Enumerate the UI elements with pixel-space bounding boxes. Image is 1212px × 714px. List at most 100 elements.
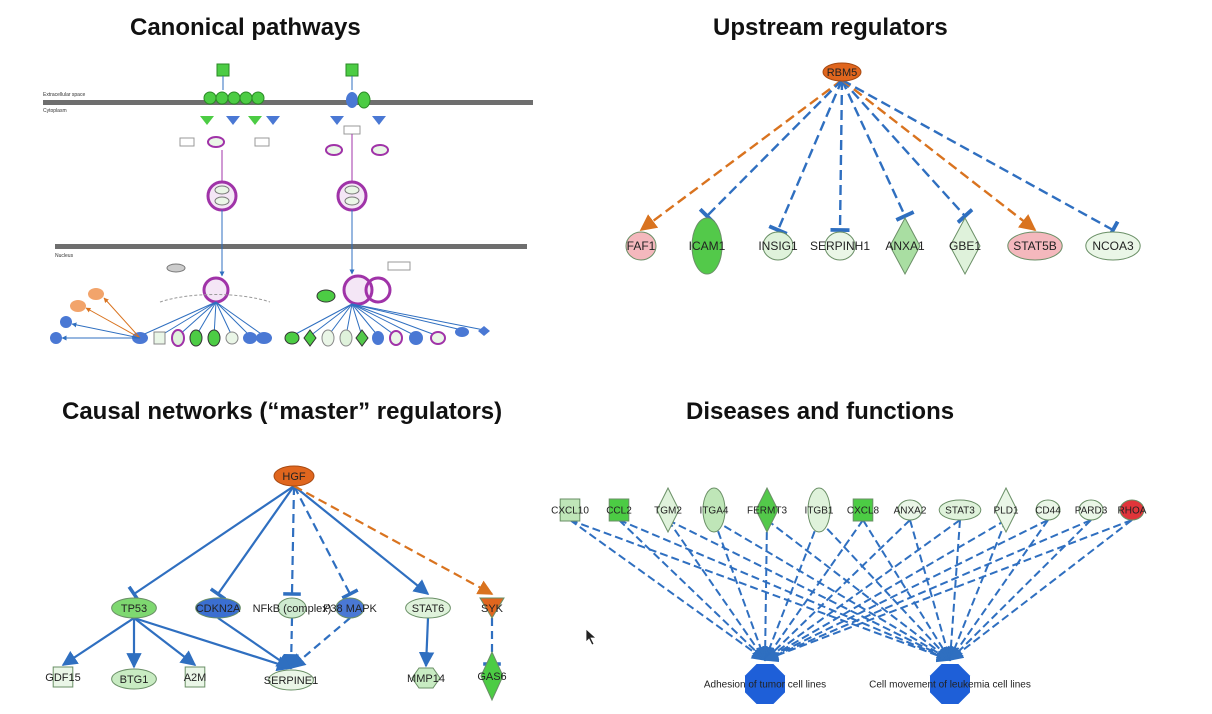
- label-stat5b: STAT5B: [1013, 239, 1057, 253]
- edge-pard3-fn0: [763, 519, 1092, 662]
- edge-l2-4: [217, 617, 293, 669]
- edge-cxcl10-fn0: [569, 519, 767, 661]
- edge-l2-7: [418, 617, 435, 668]
- edge-rbm5-anxa1: [840, 79, 915, 222]
- edge-stat3-fn1: [943, 519, 961, 662]
- edge-pard3-fn1: [949, 519, 1092, 661]
- edge-rbm5-serpinh1: [830, 79, 850, 233]
- node-cdkn2a: [195, 597, 241, 619]
- label-p38-mapk: P38 MAPK: [323, 603, 377, 615]
- edge-rbm5-stat5b: [841, 79, 1037, 232]
- edge-pld1-fn0: [763, 519, 1007, 661]
- nuclear-membrane: [55, 244, 527, 249]
- edge-rbm5-gbe1: [841, 79, 974, 224]
- edge-l2-3: [133, 616, 293, 672]
- label-function-0: Adhesion of tumor cell lines: [704, 680, 826, 691]
- node-tgm2: [656, 486, 680, 534]
- edge-ccl2-fn0: [618, 519, 767, 661]
- label-function-1: Cell movement of leukemia cell lines: [869, 680, 1031, 691]
- node-icam1: [691, 217, 723, 275]
- edge-itgb1-fn0: [763, 519, 820, 662]
- edge-master-4: [293, 485, 430, 595]
- edge-stat3-fn0: [763, 519, 961, 661]
- label-cdkn2a: CDKN2A: [196, 603, 241, 615]
- extracellular-label: Extracellular space: [43, 92, 85, 98]
- label-cd44: CD44: [1035, 506, 1061, 517]
- label-rhoa: RHOA: [1118, 506, 1147, 517]
- label-a2m: A2M: [184, 672, 207, 684]
- label-anxa2: ANXA2: [894, 506, 927, 517]
- label-insig1: INSIG1: [758, 239, 798, 253]
- edge-fermt3-fn0: [758, 519, 773, 662]
- node-ncoa3: [1085, 231, 1141, 261]
- node-itgb1: [807, 487, 831, 533]
- edge-cd44-fn0: [763, 519, 1049, 661]
- label-cxcl8: CXCL8: [847, 506, 880, 517]
- edge-cd44-fn1: [949, 519, 1049, 662]
- edge-itga4-fn0: [713, 519, 768, 662]
- node-cxcl10: [559, 498, 581, 522]
- node-gas6: [480, 650, 504, 702]
- node-function-1: [930, 664, 970, 704]
- label-itga4: ITGA4: [700, 506, 729, 517]
- label-cxcl10: CXCL10: [551, 506, 589, 517]
- node-anxa2: [897, 499, 923, 521]
- node-gbe1: [949, 216, 981, 276]
- edge-rbm5-icam1: [698, 79, 843, 225]
- edge-rbm5-insig1: [768, 79, 844, 236]
- node-tp53: [111, 597, 157, 619]
- label-gas6: GAS6: [477, 671, 506, 683]
- label-icam1: ICAM1: [689, 239, 726, 253]
- edge-tgm2-fn1: [667, 519, 952, 661]
- node-function-0: [745, 664, 785, 704]
- label-gbe1: GBE1: [949, 239, 981, 253]
- node-cxcl8: [852, 498, 874, 522]
- label-stat6: STAT6: [412, 603, 445, 615]
- edge-itgb1-fn1: [818, 519, 951, 662]
- edge-cxcl10-fn1: [569, 519, 952, 663]
- upstream-regulators-title: Upstream regulators: [713, 14, 948, 41]
- node-faf1: [625, 231, 657, 261]
- node-insig1: [762, 231, 794, 261]
- edge-master-5: [293, 485, 494, 595]
- edge-fermt3-fn1: [766, 519, 952, 661]
- diseases-functions-title: Diseases and functions: [686, 398, 955, 425]
- node-stat3: [938, 499, 982, 521]
- node-anxa1: [889, 216, 921, 276]
- node-btg1: [111, 668, 157, 690]
- node-serpine1: [268, 669, 314, 691]
- edge-l2-2: [133, 617, 197, 666]
- label-fermt3: FERMT3: [747, 506, 787, 517]
- label-pld1: PLD1: [993, 506, 1018, 517]
- label-gdf15: GDF15: [45, 672, 80, 684]
- edge-rbm5-ncoa3: [841, 78, 1120, 240]
- edge-rbm5-faf1: [639, 79, 843, 232]
- edge-master-2: [283, 485, 301, 596]
- node-p38-mapk: [335, 597, 365, 619]
- node-itga4: [702, 487, 726, 533]
- node-pard3: [1078, 499, 1104, 521]
- node-serpinh1: [824, 231, 856, 261]
- causal-networks-title: Causal networks (“master” regulators): [62, 398, 503, 425]
- edge-cxcl8-fn1: [862, 519, 951, 662]
- node-mmp14: [411, 667, 441, 689]
- node-pld1: [994, 486, 1018, 534]
- label-syk: SYK: [481, 603, 504, 615]
- label-itgb1: ITGB1: [805, 506, 834, 517]
- cytoplasm-label: Cytoplasm: [43, 108, 67, 114]
- label-mmp14: MMP14: [407, 673, 445, 685]
- label-regulator: RBM5: [827, 67, 858, 79]
- label-serpine1: SERPINE1: [264, 675, 318, 687]
- nucleus-label: Nucleus: [55, 253, 74, 259]
- label-tp53: TP53: [121, 603, 147, 615]
- edge-l2-0: [61, 617, 135, 666]
- label-faf1: FAF1: [627, 239, 656, 253]
- edge-pld1-fn1: [948, 519, 1007, 662]
- node-fermt3: [755, 486, 779, 534]
- edge-rhoa-fn0: [763, 519, 1133, 663]
- node-rhoa: [1119, 499, 1145, 521]
